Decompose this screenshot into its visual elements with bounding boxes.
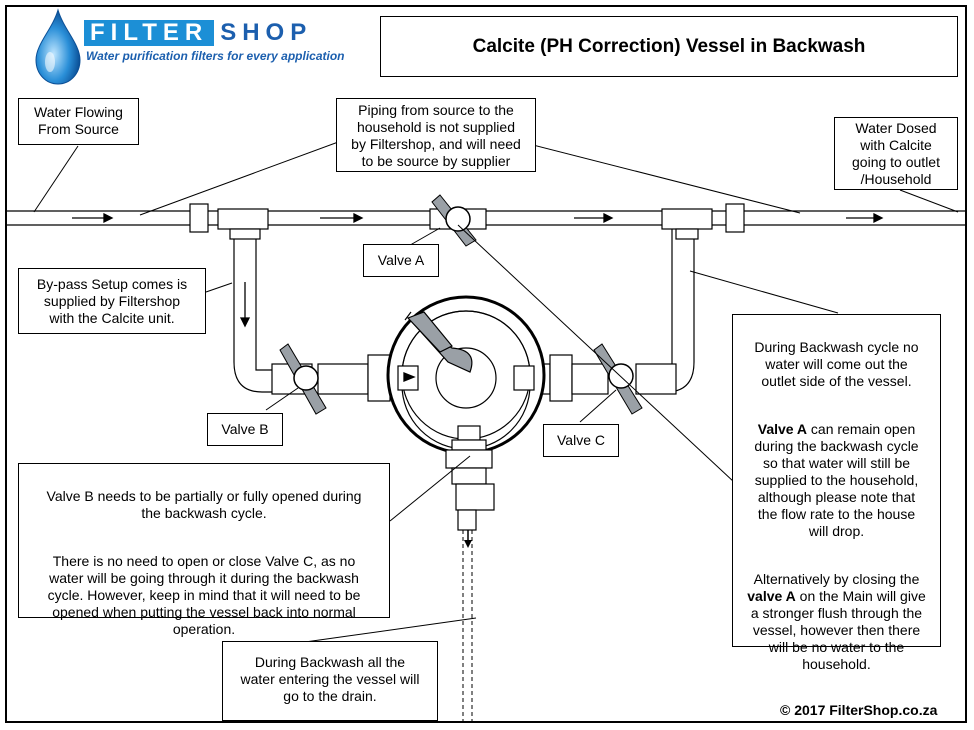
water-drop-icon (35, 8, 81, 85)
note-right-para-3-pre: Alternatively by closing the (753, 571, 920, 587)
logo-word-filter: FILTER (84, 20, 215, 46)
label-valve-a: Valve A (363, 244, 439, 277)
union-left (189, 203, 209, 233)
logo-word-shop: SHOP (220, 19, 313, 46)
label-valve-c: Valve C (543, 424, 619, 457)
label-water-flowing: Water Flowing From Source (18, 98, 139, 145)
tee-right (661, 208, 713, 230)
note-drain: During Backwash all the water entering t… (222, 641, 438, 721)
drain-union (445, 449, 493, 469)
label-valve-b: Valve B (207, 413, 283, 446)
page-title: Calcite (PH Correction) Vessel in Backwa… (380, 16, 958, 77)
note-right-valve-a-bold-2: valve A (747, 588, 796, 604)
union-right (725, 203, 745, 233)
note-backwash-right: During Backwash cycle no water will come… (732, 314, 941, 672)
label-water-dosed: Water Dosed with Calcite going to outlet… (834, 117, 958, 190)
diagram-frame (5, 5, 967, 723)
note-right-valve-a-bold: Valve A (757, 421, 808, 437)
note-right-para-3-text: on the Main will give a stronger flush t… (750, 588, 926, 672)
valve-a-handle[interactable] (431, 194, 477, 247)
union-vessel-right (549, 354, 573, 402)
note-right-para-1: During Backwash cycle no water will come… (754, 339, 919, 389)
logo-tagline: Water purification filters for every app… (86, 49, 345, 63)
right-drop-collar (675, 228, 699, 240)
copyright: © 2017 FilterShop.co.za (780, 702, 938, 718)
logo-text: FILTER SHOP (84, 20, 312, 46)
valve-b-handle[interactable] (279, 343, 327, 415)
note-valve-b-para-2: There is no need to open or close Valve … (47, 553, 361, 637)
note-right-para-3: Alternatively by closing the valve A on … (733, 571, 940, 673)
note-right-para-2: Valve A can remain open during the backw… (733, 421, 940, 540)
left-drop-collar (229, 228, 261, 240)
note-right-para-2-text: can remain open during the backwash cycl… (754, 421, 919, 539)
note-valve-b-para-1: Valve B needs to be partially or fully o… (46, 488, 362, 521)
label-bypass: By-pass Setup comes is supplied by Filte… (18, 268, 206, 334)
label-piping: Piping from source to the household is n… (336, 98, 536, 172)
note-valve-b: Valve B needs to be partially or fully o… (18, 463, 390, 637)
tee-left (217, 208, 269, 230)
